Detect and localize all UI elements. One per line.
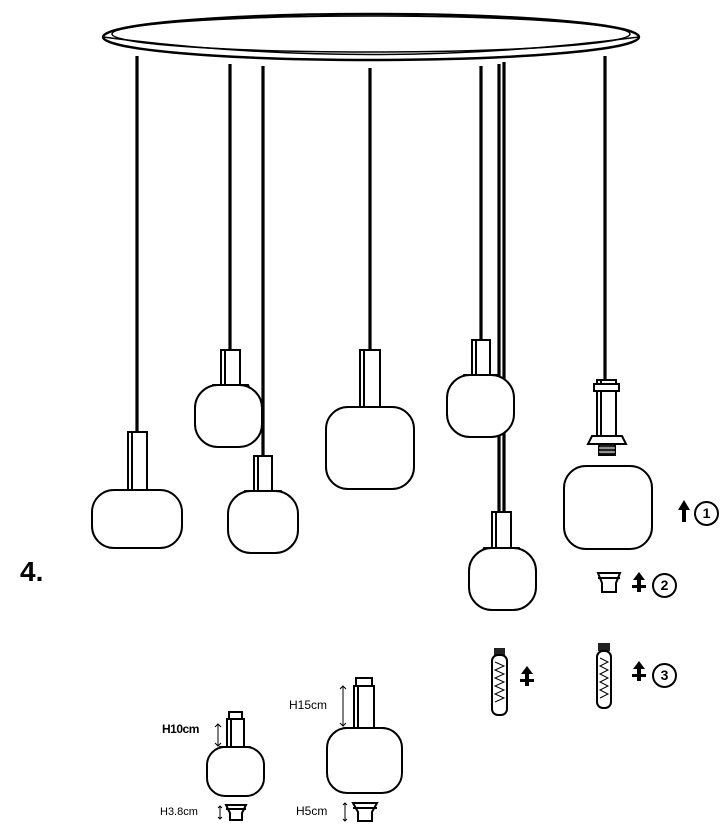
marker-3: 3	[652, 663, 677, 688]
dimension-arrow-icon	[339, 685, 347, 727]
pendant-shade-icon	[206, 711, 265, 797]
pendant-shade-icon	[91, 431, 183, 549]
dimension-arrow-icon	[342, 802, 348, 822]
up-arrow-icon	[520, 666, 534, 686]
dimension-arrow-icon	[214, 723, 222, 747]
up-arrow-icon	[632, 572, 646, 592]
shade-cap-icon	[596, 572, 622, 593]
small-shade-height-label: H10cm	[162, 722, 199, 736]
socket-icon	[586, 379, 628, 456]
ceiling-canopy-icon	[101, 12, 641, 62]
pendant-shade-icon	[326, 677, 403, 794]
pendant-shade-icon	[227, 455, 299, 554]
small-cap-height-label: H3.8cm	[160, 806, 198, 818]
pendant-cables	[135, 56, 607, 512]
bulb-icon	[596, 643, 612, 709]
pendant-shade-icon	[446, 339, 515, 438]
up-arrow-icon	[678, 500, 690, 522]
up-arrow-icon	[632, 661, 646, 681]
large-cap-height-label: H5cm	[296, 804, 328, 818]
step-number: 4.	[20, 556, 44, 587]
large-shade-height-label: H15cm	[289, 698, 328, 712]
dimension-arrow-icon	[217, 805, 223, 820]
shade-cap-icon	[351, 802, 379, 822]
marker-2: 2	[652, 573, 677, 598]
shade-cap-icon	[224, 804, 248, 821]
pendant-shade-icon	[194, 349, 263, 448]
pendant-shade-icon	[468, 511, 537, 611]
pendant-shade-icon	[325, 349, 415, 490]
marker-1: 1	[694, 501, 719, 526]
pendant-shade-icon	[563, 465, 653, 550]
bulb-icon	[491, 648, 508, 716]
